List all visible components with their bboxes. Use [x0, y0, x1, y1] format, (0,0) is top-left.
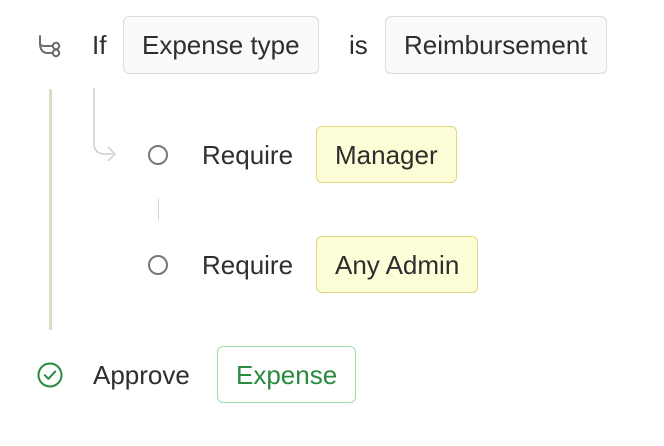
condition-field-chip[interactable]: Expense type: [123, 16, 319, 74]
branch-icon: [39, 35, 61, 58]
circle-outline-icon: [148, 255, 168, 275]
step-1-approver-chip[interactable]: Manager: [316, 126, 457, 183]
condition-value-chip[interactable]: Reimbursement: [385, 16, 607, 74]
condition-operator: is: [349, 30, 368, 60]
outcome-target-chip[interactable]: Expense: [217, 346, 357, 403]
step-connector-line: [158, 199, 159, 220]
step-1-label: Require: [202, 140, 294, 170]
if-label: If: [92, 30, 107, 60]
step-2-approver-chip[interactable]: Any Admin: [316, 236, 479, 293]
branch-connector-arrow: [93, 88, 117, 162]
branch-rail: [49, 89, 52, 330]
circle-outline-icon: [148, 145, 168, 165]
step-2-label: Require: [202, 250, 294, 280]
check-circle-icon: [37, 362, 63, 388]
outcome-label: Approve: [93, 360, 190, 390]
